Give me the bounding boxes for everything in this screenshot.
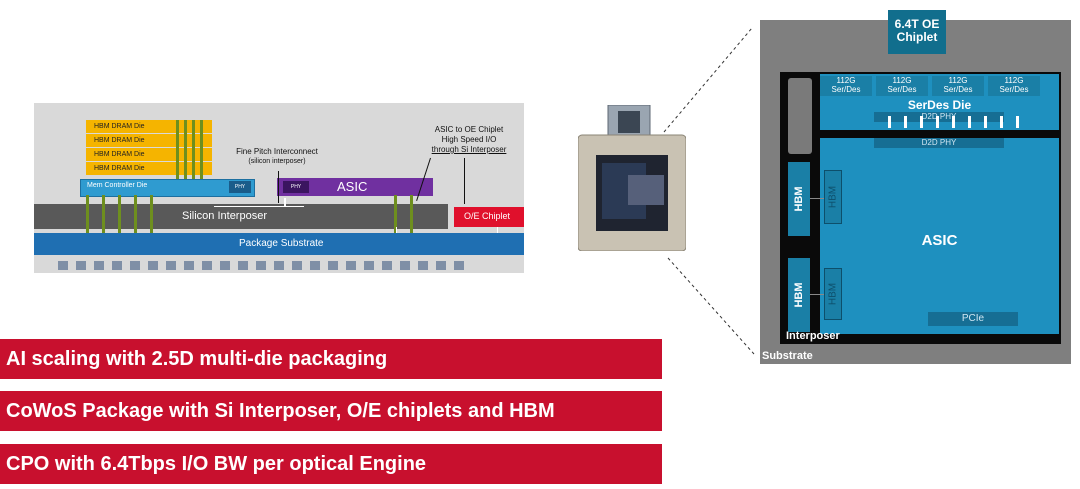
d2d-link <box>888 116 891 128</box>
d2d-link <box>1000 116 1003 128</box>
serdes-die-label: SerDes Die <box>907 98 972 112</box>
d2d-link <box>1016 116 1019 128</box>
d2d-link <box>920 116 923 128</box>
phy-block: PHY <box>283 181 309 193</box>
interposer-via <box>134 195 137 233</box>
hbm-tsv <box>176 120 179 182</box>
hbm-stack: HBM <box>788 258 810 332</box>
hbm-dram-die: HBM DRAM Die <box>86 134 212 147</box>
package-photo <box>577 104 687 252</box>
hbm-dram-die: HBM DRAM Die <box>86 148 212 161</box>
phy-block: PHY <box>229 181 251 193</box>
interposer-via <box>394 195 397 233</box>
interposer-via <box>150 195 153 233</box>
callout-line <box>278 171 279 203</box>
oe-chiplet: O/E Chiplet <box>454 207 524 227</box>
d2d-link <box>968 116 971 128</box>
fine-pitch-callout: Fine Pitch Interconnect (silicon interpo… <box>236 147 318 165</box>
bullet-banner: CoWoS Package with Si Interposer, O/E ch… <box>0 391 662 431</box>
d2d-phy-bottom: D2D PHY <box>874 138 1004 148</box>
mem-controller-die: Mem Controller Die PHY <box>80 179 255 197</box>
package-substrate: Package Substrate <box>34 233 524 255</box>
hbm-tsv <box>184 120 187 182</box>
interposer-via <box>86 195 89 233</box>
d2d-link <box>984 116 987 128</box>
hbm-stack: HBM <box>788 162 810 236</box>
hbm-link <box>810 294 824 295</box>
hbm-dram-die: HBM DRAM Die <box>86 120 212 133</box>
interposer-wire <box>284 198 286 206</box>
interposer-label: Interposer <box>786 330 840 342</box>
pcie-block: PCIe <box>928 312 1018 326</box>
bullet-banner: AI scaling with 2.5D multi-die packaging <box>0 339 662 379</box>
silicon-interposer: Silicon Interposer <box>34 204 448 229</box>
hbm-dram-die: HBM DRAM Die <box>86 162 212 175</box>
ball-grid <box>58 258 478 270</box>
hbm-phy: HBM <box>824 268 842 320</box>
d2d-link <box>904 116 907 128</box>
asic-oe-callout: ASIC to OE Chiplet High Speed I/O throug… <box>431 125 507 154</box>
callout-line <box>464 158 465 204</box>
asic-die: PHY ASIC <box>277 178 433 196</box>
d2d-phy-top: D2D PHY <box>874 112 1004 122</box>
asic-die: D2D PHY ASIC PCIe <box>820 138 1059 334</box>
d2d-link <box>936 116 939 128</box>
oe-chiplet-block: 6.4T OE Chiplet <box>888 10 946 54</box>
substrate-label: Substrate <box>762 350 813 362</box>
interposer-via <box>118 195 121 233</box>
hbm-tsv <box>192 120 195 182</box>
package-cross-section: HBM DRAM Die HBM DRAM Die HBM DRAM Die H… <box>34 103 524 273</box>
hbm-tsv <box>200 120 203 182</box>
interposer-via <box>102 195 105 233</box>
interposer-wire <box>214 206 304 207</box>
asic-label: ASIC <box>921 232 958 249</box>
hbm-phy: HBM <box>824 170 842 224</box>
hbm-link <box>810 198 824 199</box>
side-rail <box>788 78 812 154</box>
bullet-banner: CPO with 6.4Tbps I/O BW per optical Engi… <box>0 444 662 484</box>
d2d-link <box>952 116 955 128</box>
interposer-via <box>410 195 413 233</box>
zoom-lines <box>663 28 755 355</box>
